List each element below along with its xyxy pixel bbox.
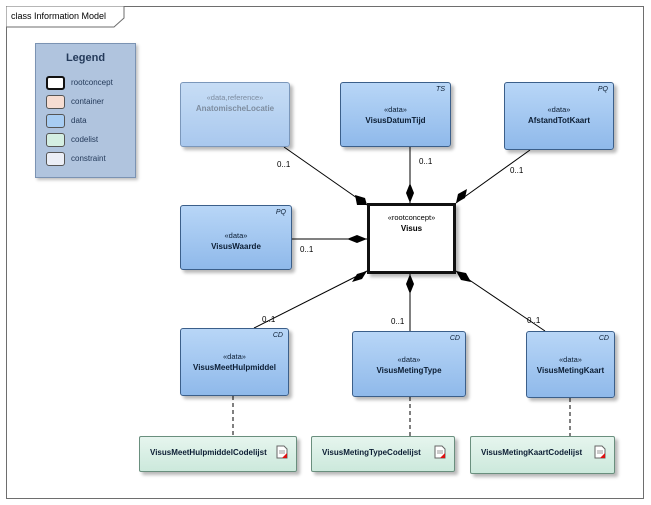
class-visus-datum-tijd[interactable]: TS «data» VisusDatumTijd	[340, 82, 451, 147]
legend-panel: Legend rootconcept container data codeli…	[35, 43, 136, 178]
diamond-datumtijd	[406, 183, 414, 203]
class-name: AnatomischeLocatie	[195, 104, 275, 113]
diamond-afstand	[456, 189, 467, 203]
class-name: VisusMeetHulpmiddel	[193, 363, 276, 372]
frame-title: class Information Model	[11, 11, 107, 21]
multiplicity-metingkaart: 0..1	[527, 316, 541, 325]
document-icon	[434, 445, 446, 459]
type-tag: CD	[449, 335, 460, 342]
legend-swatch	[46, 114, 65, 128]
edge-afstand	[455, 149, 531, 204]
diamond-anatomische	[355, 195, 367, 205]
diamond-waarde	[347, 235, 367, 243]
codelist-name: VisusMetingTypeCodelijst	[322, 448, 421, 457]
multiplicity-metingtype: 0..1	[391, 317, 405, 326]
codelist-visus-meet-hulpmiddel[interactable]: VisusMeetHulpmiddelCodelijst	[139, 436, 297, 472]
stereotype-label: «data,reference»	[206, 93, 264, 102]
multiplicity-hulpmiddel: 0..1	[262, 315, 276, 324]
type-tag: PQ	[275, 209, 286, 216]
class-afstand-tot-kaart[interactable]: PQ «data» AfstandTotKaart	[504, 82, 614, 150]
stereotype-label: «data»	[397, 355, 421, 364]
type-tag: CD	[272, 332, 283, 339]
legend-swatch	[46, 133, 65, 147]
legend-label: data	[71, 116, 87, 125]
multiplicity-datumtijd: 0..1	[419, 157, 433, 166]
type-tag: CD	[598, 335, 609, 342]
class-name: VisusDatumTijd	[365, 116, 426, 125]
multiplicity-waarde: 0..1	[300, 245, 314, 254]
legend-label: rootconcept	[71, 78, 113, 87]
class-anatomische-locatie[interactable]: «data,reference» AnatomischeLocatie	[180, 82, 290, 147]
type-tag: TS	[436, 86, 445, 93]
class-visus-root[interactable]: «rootconcept» Visus	[367, 203, 456, 274]
stereotype-label: «data»	[559, 355, 582, 364]
edge-hulpmiddel	[253, 270, 368, 329]
codelist-name: VisusMetingKaartCodelijst	[481, 448, 583, 457]
class-visus-meting-type[interactable]: CD «data» VisusMetingType	[352, 331, 466, 397]
legend-label: container	[71, 97, 104, 106]
class-name: Visus	[400, 224, 423, 233]
legend-swatch	[46, 95, 65, 109]
class-name: VisusMetingType	[376, 366, 442, 375]
stereotype-label: «rootconcept»	[387, 213, 436, 222]
edge-metingkaart	[455, 270, 546, 332]
codelist-visus-meting-type[interactable]: VisusMetingTypeCodelijst	[311, 436, 455, 472]
type-tag: PQ	[597, 86, 608, 93]
diamond-metingtype	[406, 274, 414, 294]
legend-label: codelist	[71, 135, 99, 144]
legend-swatch	[46, 152, 65, 166]
codelist-visus-meting-kaart[interactable]: VisusMetingKaartCodelijst	[470, 436, 615, 474]
stereotype-label: «data»	[547, 105, 571, 114]
stereotype-label: «data»	[224, 231, 248, 240]
multiplicity-afstand: 0..1	[510, 166, 524, 175]
document-icon	[594, 445, 606, 459]
stereotype-label: «data»	[223, 352, 246, 361]
diamond-metingkaart	[456, 271, 471, 282]
codelist-name: VisusMeetHulpmiddelCodelijst	[150, 448, 267, 457]
multiplicity-anatomische: 0..1	[277, 160, 291, 169]
legend-label: constraint	[71, 154, 106, 163]
document-icon	[276, 445, 288, 459]
class-name: VisusMetingKaart	[536, 366, 605, 375]
class-name: VisusWaarde	[211, 242, 261, 251]
frame-tab	[6, 6, 125, 28]
stereotype-label: «data»	[384, 105, 407, 114]
legend-title: Legend	[65, 52, 106, 64]
class-name: AfstandTotKaart	[527, 116, 591, 125]
edge-anatomische	[283, 146, 368, 206]
diamond-hulpmiddel	[352, 271, 367, 282]
class-visus-meet-hulpmiddel[interactable]: CD «data» VisusMeetHulpmiddel	[180, 328, 289, 396]
class-visus-waarde[interactable]: PQ «data» VisusWaarde	[180, 205, 292, 270]
legend-swatch	[46, 76, 65, 90]
class-visus-meting-kaart[interactable]: CD «data» VisusMetingKaart	[526, 331, 615, 398]
